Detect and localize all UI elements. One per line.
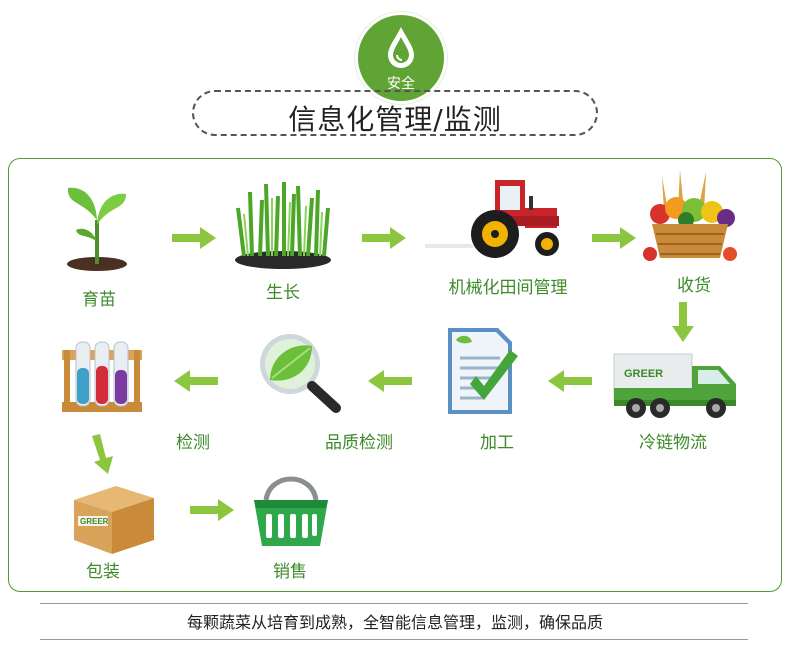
step-label-harvest: 收货 xyxy=(677,276,711,296)
cardboard-box-icon: GREER xyxy=(74,486,154,554)
step-packaging: GREER xyxy=(70,480,156,560)
seedling-icon xyxy=(67,187,127,271)
title-frame: 信息化管理/监测 xyxy=(192,90,598,136)
step-label-quality-inspection: 品质检测 xyxy=(325,433,393,453)
step-processing xyxy=(440,326,522,422)
truck-brand-text: GREER xyxy=(624,368,663,380)
step-testing xyxy=(60,336,144,420)
arrow-left-icon xyxy=(548,370,592,392)
water-drop-icon xyxy=(388,27,414,68)
step-growth xyxy=(232,178,334,274)
test-tubes-icon xyxy=(62,341,142,412)
arrow-down-icon xyxy=(672,302,694,342)
tractor-icon xyxy=(425,180,559,258)
magnifier-leaf-icon xyxy=(260,334,341,413)
step-seedling xyxy=(62,180,132,276)
grass-icon xyxy=(235,182,331,269)
step-label-seedling: 育苗 xyxy=(82,290,116,310)
arrow-down-icon xyxy=(92,434,113,474)
arrow-right-icon xyxy=(190,499,234,521)
step-harvest xyxy=(642,168,738,268)
step-label-growth: 生长 xyxy=(266,283,300,303)
arrow-right-icon xyxy=(172,227,216,249)
arrow-right-icon xyxy=(592,227,636,249)
checklist-document-icon xyxy=(448,328,518,414)
step-mechanization xyxy=(425,178,565,267)
step-label-processing: 加工 xyxy=(480,433,514,453)
step-label-mechanization: 机械化田间管理 xyxy=(448,278,568,298)
step-sales xyxy=(248,466,334,554)
delivery-truck-icon: GREER xyxy=(613,353,736,418)
process-panel xyxy=(8,158,782,592)
footer-caption: 每颗蔬菜从培育到成熟，全智能信息管理，监测，确保品质 xyxy=(186,613,603,632)
step-cold-chain: GREER xyxy=(612,352,740,426)
box-brand-text: GREER xyxy=(80,517,109,526)
arrow-left-icon xyxy=(174,370,218,392)
safety-badge: 安全 xyxy=(355,12,447,104)
step-quality-inspection xyxy=(256,330,342,418)
step-label-sales: 销售 xyxy=(273,562,307,582)
page-title: 信息化管理/监测 xyxy=(288,103,502,136)
produce-basket-icon xyxy=(643,170,737,261)
footer-divider-bottom xyxy=(40,639,748,640)
arrow-right-icon xyxy=(362,227,406,249)
shopping-basket-icon xyxy=(254,476,328,546)
step-label-cold-chain: 冷链物流 xyxy=(639,433,707,453)
step-label-testing: 检测 xyxy=(176,433,210,453)
step-label-packaging: 包装 xyxy=(86,562,120,582)
arrow-left-icon xyxy=(368,370,412,392)
badge-label: 安全 xyxy=(387,76,415,92)
footer-divider-top xyxy=(40,603,748,604)
